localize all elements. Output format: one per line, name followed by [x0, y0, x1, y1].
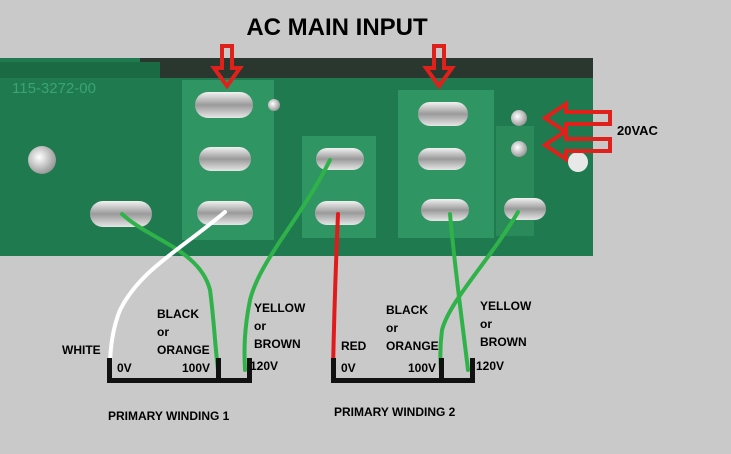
solder-pad [504, 198, 546, 220]
solder-dot [268, 99, 280, 111]
label-black-2-line2: or [386, 321, 398, 335]
solder-pad [421, 199, 469, 221]
tap-label-100v-2: 100V [408, 361, 436, 375]
pcb-background-shadow [140, 58, 593, 78]
winding-2-bracket [331, 358, 475, 383]
solder-pad [199, 147, 251, 171]
pcb-board: 115-3272-00 [0, 58, 593, 256]
tap-label-100v-1: 100V [182, 361, 210, 375]
tap-label-120v-2: 120V [476, 359, 504, 373]
label-black-2-line3: ORANGE [386, 339, 439, 353]
wire-black-orange-1 [120, 212, 220, 372]
wire-yellow-brown-2 [438, 210, 520, 372]
20vac-label: 20VAC [617, 123, 659, 138]
solder-pad [195, 92, 253, 118]
wire-red [331, 212, 340, 372]
label-yellow-1-line1: YELLOW [254, 301, 306, 315]
20vac-arrow-2 [541, 127, 612, 163]
label-black-1-line3: ORANGE [157, 343, 210, 357]
wire-white [108, 210, 227, 370]
solder-pad [316, 148, 364, 170]
solder-dot [511, 110, 527, 126]
winding-1-name: PRIMARY WINDING 1 [108, 409, 230, 423]
tap-label-120v-1: 120V [250, 359, 278, 373]
label-black-1-line2: or [157, 325, 169, 339]
label-red: RED [341, 339, 367, 353]
label-white: WHITE [62, 343, 101, 357]
mounting-hole [28, 146, 56, 174]
winding-1-bracket [107, 358, 252, 383]
label-black-2-line1: BLACK [386, 303, 428, 317]
label-black-1-line1: BLACK [157, 307, 199, 321]
board-marking: 115-3272-00 [12, 80, 96, 97]
ac-input-arrow-1 [210, 44, 244, 90]
solder-pad [418, 148, 466, 170]
winding-2-name: PRIMARY WINDING 2 [334, 405, 456, 419]
diagram-title: AC MAIN INPUT [246, 14, 428, 41]
solder-pad [418, 102, 468, 126]
label-yellow-1-line2: or [254, 319, 266, 333]
label-yellow-2-line1: YELLOW [480, 299, 532, 313]
label-yellow-2-line3: BROWN [480, 335, 527, 349]
solder-dot [511, 141, 527, 157]
solder-pad [315, 201, 365, 225]
wires [108, 158, 520, 372]
tap-label-0v-1: 0V [117, 361, 132, 375]
solder-dot [568, 152, 588, 172]
ac-input-arrow-2 [422, 44, 456, 90]
wire-yellow-brown-1 [242, 158, 332, 372]
tap-label-0v-2: 0V [341, 361, 356, 375]
pcb-edge [0, 62, 160, 78]
label-yellow-2-line2: or [480, 317, 492, 331]
label-yellow-1-line3: BROWN [254, 337, 301, 351]
